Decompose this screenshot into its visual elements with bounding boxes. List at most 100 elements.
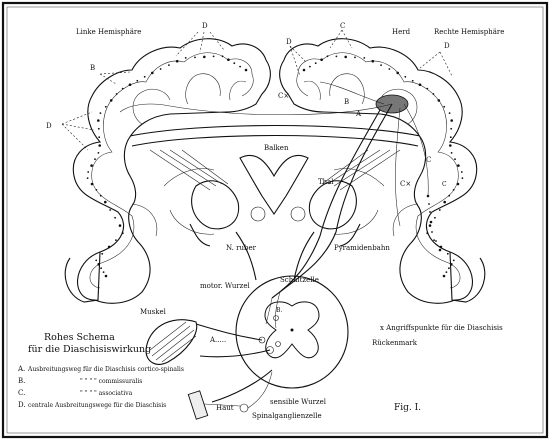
cortical-cell [118,224,122,227]
cortical-cell [151,71,154,75]
cortical-cell [431,231,433,233]
cortical-cell [404,75,407,78]
letter-cx-right: C× [278,92,289,100]
letter-b-left: B [90,64,95,72]
cortical-cell [99,194,102,197]
cortical-cell [449,136,452,139]
cortical-cell [411,79,414,82]
cortical-cell [448,112,451,114]
cortical-cell [136,79,139,82]
cortical-cell [95,189,98,191]
cortical-cell-dots [86,55,464,278]
cortical-cell [115,239,117,242]
cortical-cell [159,68,162,70]
plate-border-inner [6,6,544,434]
pathway-B-commissural [119,103,393,116]
cortical-cell [100,267,102,270]
cortical-cell [452,189,455,191]
cortical-cell [90,182,94,186]
cortical-cell [428,224,432,227]
cortical-cell [429,220,433,224]
ventricle [239,154,309,215]
cortical-cell [212,55,215,58]
cortical-cell [309,65,311,68]
letter-c-right-low: C [442,181,447,188]
cortical-cell [99,112,102,114]
cortical-cell [203,55,206,59]
left-n-ruber [250,206,266,222]
cortical-cell [443,105,446,108]
cortical-cell [449,144,452,147]
skin-patch [187,390,241,420]
letter-d-left-side: D [46,122,52,130]
cortical-cell [104,105,107,108]
cortical-cell [87,171,90,173]
cortical-cell [445,271,448,273]
angriffspunkte-label: x Angriffspunkte für die Diaschisis [380,324,503,332]
legend-row-c-text: " " " " associativa [80,390,133,397]
letter-b-spinal: B. [276,307,282,314]
cortical-cell [388,68,391,70]
cortical-cell [448,267,450,270]
cortical-cell [314,62,317,65]
cortical-cell [426,87,429,90]
legend-title-line2: für die Diaschisiswirkung [28,344,151,355]
cortical-cell [450,127,453,130]
spinal-cord-outline [235,275,349,389]
cortical-cell [438,209,441,211]
balken-label: Balken [264,144,289,152]
cortical-cell [168,64,170,66]
letter-d-right-top: D [286,38,292,46]
cortical-cell [143,75,146,78]
thal-label: Thal [318,178,334,186]
cortical-cell [107,245,111,249]
cortical-cell [452,259,455,262]
legend-row-d-text: centrale Ausbreitungswege für die Diasch… [28,402,166,409]
letter-a-right: A [355,110,362,118]
legend-row-c-key: C. [18,389,25,397]
cortical-cell [194,56,196,59]
cortical-cell [109,209,112,211]
legend-row-d-key: D. [18,401,26,409]
cortical-cell [457,164,460,167]
cortical-cell [432,93,435,95]
cortical-cell [98,136,101,139]
cortical-cell [86,177,89,180]
cortical-cell [435,240,437,242]
cortical-cell [97,152,100,154]
legend-row-b-key: B. [18,377,25,385]
legend-row-a-key: A. [17,365,25,373]
cortical-cell [434,216,436,219]
cortical-cell [335,55,338,58]
cortical-cell [456,182,460,186]
legend-title-line1: Rohes Schema [44,332,115,343]
cortical-cell [227,58,230,61]
cortical-cell [437,99,441,102]
cortical-cell [442,274,446,278]
pathway-C-associative [319,81,429,227]
cortical-cell [326,55,329,58]
legend-row-b-text: " " " " commissuralis [80,378,142,385]
cortical-cell [101,252,104,255]
cortical-cell [428,203,430,205]
cortical-cell [380,64,382,66]
cortical-cell [438,248,442,252]
cortical-cell [302,68,306,72]
central-brain-structures [129,124,421,281]
cortical-cell [429,211,431,213]
schaltzelle-label: Schaltzelle [280,276,319,284]
pyramidenbahn-label: Pyramidenbahn [334,244,390,252]
cortical-cell [233,62,236,65]
cortical-cell [109,99,113,102]
letter-d-right-side: D [444,42,450,50]
cortical-cell [239,65,242,68]
letter-d-left-top: D [202,22,208,30]
cortical-cell [184,57,187,59]
cortical-cell [102,271,105,273]
sensible-wurzel-label: sensible Wurzel [270,398,327,406]
cortical-cell [450,119,454,122]
cortical-cell [426,232,429,235]
motor-wurzel-label: motor. Wurzel [200,282,251,290]
